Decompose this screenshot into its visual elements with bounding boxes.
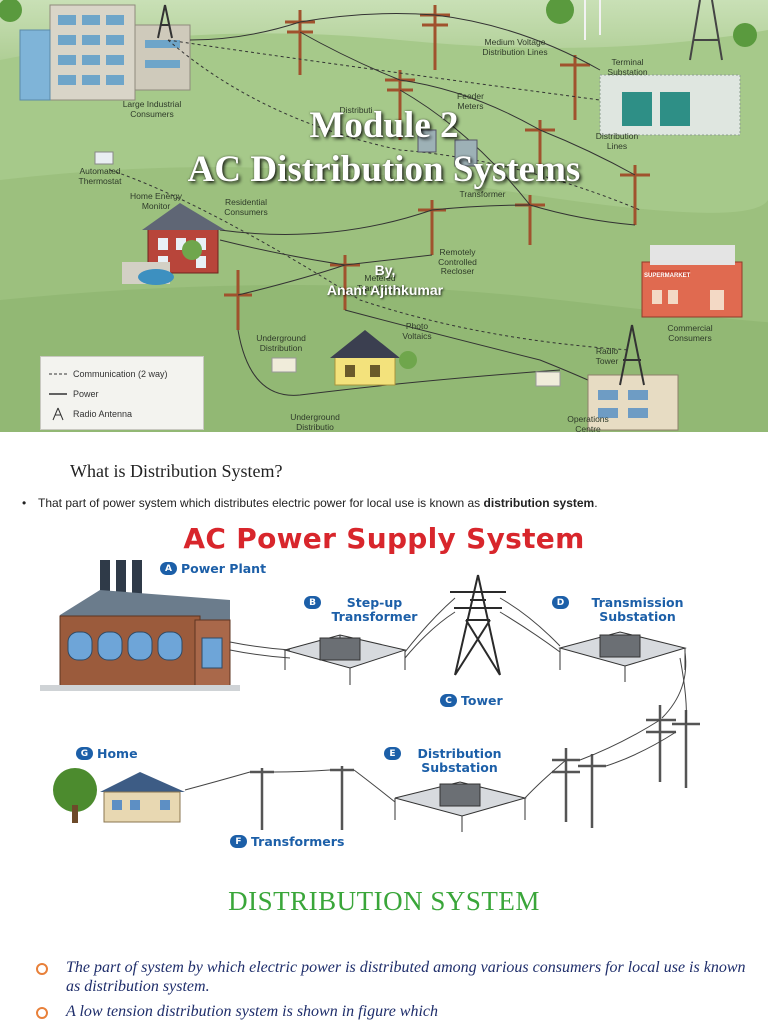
label-operations-centre: Operations Centre <box>567 414 609 432</box>
solid-line-icon <box>49 393 67 395</box>
dashed-line-icon <box>49 373 67 375</box>
label-distributi: Distributi <box>339 105 373 115</box>
title-line-1: Module 2 <box>309 105 459 146</box>
label-underground-distribution-2: Underground Distributio <box>290 412 340 432</box>
slide3-title: DISTRIBUTION SYSTEM <box>228 886 540 916</box>
legend: Communication (2 way) Power Radio Antenn… <box>40 356 204 430</box>
slide-title: Module 2 AC Distribution Systems <box>0 104 768 192</box>
residential-house <box>122 203 225 285</box>
ring-bullet-icon <box>36 963 48 975</box>
label-remotely-controlled-recloser: Remotely Controlled Recloser <box>438 247 477 276</box>
transmission-substation <box>558 631 687 682</box>
industrial-building <box>19 4 191 101</box>
transmission-tower <box>450 574 506 676</box>
label-commercial: Commercial Consumers <box>667 323 713 343</box>
label-metered-transformer: Metered Transformer <box>357 273 403 293</box>
step-up-transformer <box>283 634 407 685</box>
author-by: By, <box>374 262 396 278</box>
legend-communication: Communication (2 way) <box>49 369 168 379</box>
author-name: Anant Ajithkumar <box>326 282 444 298</box>
slide3-item-1: The part of system by which electric pow… <box>36 958 746 996</box>
label-medium-voltage: Medium Voltage Distribution Lines <box>482 37 548 57</box>
label-underground-distribution-1: Underground Distribution <box>256 333 306 353</box>
title-slide: Large Industrial Consumers Medium Voltag… <box>0 0 768 432</box>
label-radio-tower: Radio Tower <box>595 346 619 366</box>
label-transformer: Transformer <box>459 189 506 199</box>
antenna-icon <box>52 407 64 421</box>
label-supermarket: SUPERMARKET <box>644 273 691 279</box>
power-plant <box>40 560 240 691</box>
legend-power: Power <box>49 389 99 399</box>
terminal-substation <box>599 74 741 136</box>
commercial-building <box>641 245 743 318</box>
ring-bullet-icon <box>36 1007 48 1019</box>
distribution-substation <box>394 781 527 832</box>
ac-power-supply-diagram <box>40 560 700 832</box>
slide2-bullet: •That part of power system which distrib… <box>22 496 598 510</box>
diagram-title: AC Power Supply System <box>183 522 585 555</box>
label-terminal-substation: Terminal Substation <box>607 57 648 77</box>
author: By, Anant Ajithkumar <box>300 260 470 300</box>
label-home-energy-monitor: Home Energy Monitor <box>130 191 182 211</box>
label-automated-thermostat: Automated Thermostat <box>78 166 122 186</box>
label-feeder-meters: Feeder Meters <box>457 91 484 111</box>
bullet-dot-icon: • <box>22 496 27 510</box>
label-large-industrial: Large Industrial Consumers <box>122 99 182 119</box>
label-residential: Residential Consumers <box>224 197 268 217</box>
title-line-2: AC Distribution Systems <box>187 149 581 190</box>
legend-radio-antenna: Radio Antenna <box>49 407 132 421</box>
photovoltaic-house <box>330 330 400 386</box>
label-photo-voltaics: Photo Voltaics <box>402 321 432 341</box>
label-distribution-lines: Distribution Lines <box>595 131 639 151</box>
operations-centre <box>587 374 679 431</box>
home-building <box>53 768 185 823</box>
slide2-heading: What is Distribution System? <box>70 461 283 481</box>
slide3-item-2: A low tension distribution system is sho… <box>36 1002 746 1021</box>
